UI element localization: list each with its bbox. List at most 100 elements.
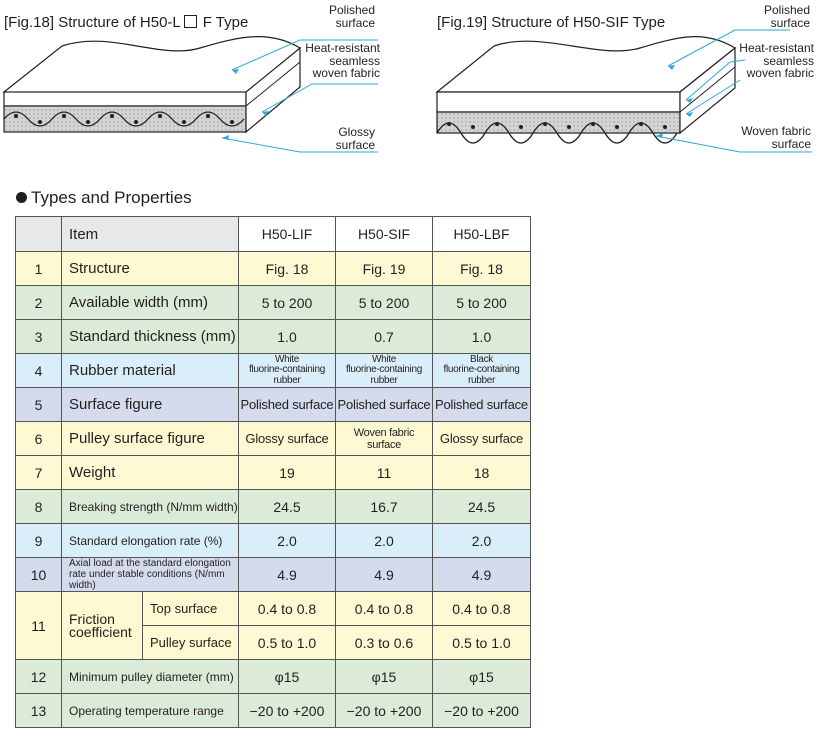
fig19-label-fabric: Heat-resistant seamless woven fabric [739, 41, 814, 80]
row-item: Weight [61, 455, 239, 490]
row-value: φ15 [335, 659, 433, 694]
header-item: Item [61, 216, 239, 252]
row-number: 6 [15, 421, 62, 456]
table-row: 1 Structure Fig. 18 Fig. 19 Fig. 18 [15, 251, 531, 286]
row-value: 0.5 to 1.0 [432, 625, 531, 660]
row-item: Minimum pulley diameter (mm) [61, 659, 239, 694]
row-value: 0.7 [335, 319, 433, 354]
fig19-belt-diagram [435, 29, 812, 153]
row-number: 13 [15, 693, 62, 728]
fig19-label-polished: Polished surface [763, 3, 810, 30]
structure-diagrams [2, 29, 812, 153]
row-value: 4.9 [335, 557, 433, 592]
row-item: Pulley surface figure [61, 421, 239, 456]
row-value: Fig. 18 [432, 251, 531, 286]
fig19-title: [Fig.19] Structure of H50-SIF Type [437, 14, 666, 31]
row-number: 3 [15, 319, 62, 354]
row-value: Fig. 18 [238, 251, 336, 286]
header-no [15, 216, 62, 252]
row-value: 24.5 [432, 489, 531, 524]
row-value: 2.0 [238, 523, 336, 558]
row-value: 19 [238, 455, 336, 490]
header-col2: H50-SIF [335, 216, 433, 252]
row-value: −20 to +200 [432, 693, 531, 728]
row-value: 16.7 [335, 489, 433, 524]
row-value: 5 to 200 [432, 285, 531, 320]
row-value: Glossy surface [238, 421, 336, 456]
row-number: 1 [15, 251, 62, 286]
row-value: Polished surface [238, 387, 336, 422]
row-value: −20 to +200 [335, 693, 433, 728]
fig18-label-fabric: Heat-resistant seamless woven fabric [305, 41, 380, 80]
fig18-label-polished: Polished surface [328, 3, 375, 30]
row-value: 18 [432, 455, 531, 490]
row-value: 4.9 [238, 557, 336, 592]
blank-box-icon [183, 15, 197, 28]
row-value: Polished surface [432, 387, 531, 422]
table-row: 12 Minimum pulley diameter (mm) φ15 φ15 … [15, 659, 531, 694]
row-value: Woven fabric surface [335, 421, 433, 456]
row-value: 0.3 to 0.6 [335, 625, 433, 660]
row-value: Glossy surface [432, 421, 531, 456]
row-value: 1.0 [432, 319, 531, 354]
row-subitem: Top surface [142, 591, 239, 626]
header-col3: H50-LBF [432, 216, 531, 252]
row-value: 2.0 [335, 523, 433, 558]
row-value: 5 to 200 [238, 285, 336, 320]
header-col1: H50-LIF [238, 216, 336, 252]
row-subitem: Pulley surface [142, 625, 239, 660]
row-value: 1.0 [238, 319, 336, 354]
row-item: Breaking strength (N/mm width) [61, 489, 239, 524]
row-value: 0.4 to 0.8 [432, 591, 531, 626]
row-number: 4 [15, 353, 62, 388]
row-value: 2.0 [432, 523, 531, 558]
row-number: 7 [15, 455, 62, 490]
row-value: 0.4 to 0.8 [335, 591, 433, 626]
row-value: 4.9 [432, 557, 531, 592]
row-value: φ15 [432, 659, 531, 694]
bullet-icon [16, 192, 27, 203]
row-number: 9 [15, 523, 62, 558]
row-item: Operating temperature range [61, 693, 239, 728]
row-item: Structure [61, 251, 239, 286]
table-header-row: Item H50-LIF H50-SIF H50-LBF [15, 216, 531, 252]
table-row: 9 Standard elongation rate (%) 2.0 2.0 2… [15, 523, 531, 558]
row-number: 2 [15, 285, 62, 320]
table-row: 6 Pulley surface figure Glossy surface W… [15, 421, 531, 456]
row-number: 5 [15, 387, 62, 422]
row-number: 8 [15, 489, 62, 524]
row-item: Standard thickness (mm) [61, 319, 239, 354]
row-value: 0.4 to 0.8 [238, 591, 336, 626]
row-value: −20 to +200 [238, 693, 336, 728]
row-value: 11 [335, 455, 433, 490]
fig18-belt-diagram [2, 36, 378, 153]
row-item: Surface figure [61, 387, 239, 422]
table-row: 5 Surface figure Polished surface Polish… [15, 387, 531, 422]
properties-table: Item H50-LIF H50-SIF H50-LBF 1 Structure… [15, 216, 531, 728]
row-value: Fig. 19 [335, 251, 433, 286]
row-value: φ15 [238, 659, 336, 694]
row-number: 12 [15, 659, 62, 694]
row-item: Standard elongation rate (%) [61, 523, 239, 558]
row-value: 24.5 [238, 489, 336, 524]
row-number: 11 [15, 591, 62, 660]
row-number: 10 [15, 557, 62, 592]
table-row: 2 Available width (mm) 5 to 200 5 to 200… [15, 285, 531, 320]
table-row: 8 Breaking strength (N/mm width) 24.5 16… [15, 489, 531, 524]
fig19-label-woven: Woven fabric surface [741, 124, 811, 151]
row-value: 0.5 to 1.0 [238, 625, 336, 660]
table-row: 7 Weight 19 11 18 [15, 455, 531, 490]
table-row: 10 Axial load at the standard elongation… [15, 557, 531, 592]
row-item: Available width (mm) [61, 285, 239, 320]
table-row: 3 Standard thickness (mm) 1.0 0.7 1.0 [15, 319, 531, 354]
row-value: 5 to 200 [335, 285, 433, 320]
row-item: Rubber material [61, 353, 239, 388]
